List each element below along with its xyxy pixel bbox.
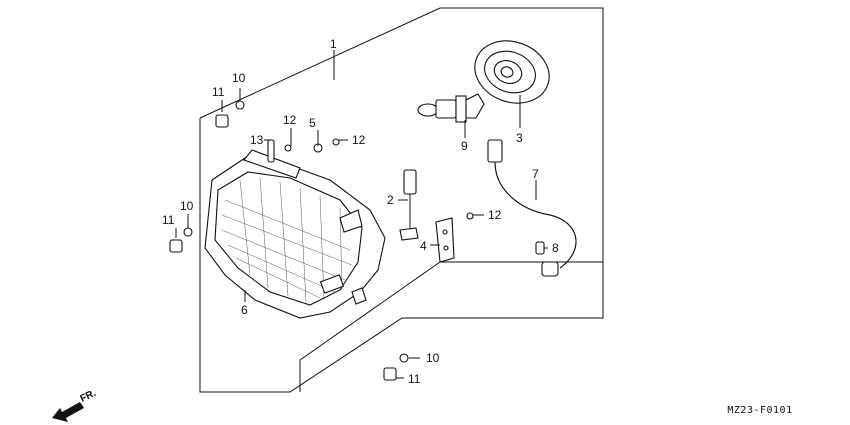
callout-12-bolt: 12 [352,133,366,147]
callout-11-upper: 11 [212,85,225,99]
callout-11-left: 11 [162,213,175,227]
callout-9: 9 [461,139,468,153]
front-direction-arrow: FR. [52,388,98,422]
clip-8 [535,241,545,255]
callout-10-lower: 10 [426,351,440,365]
callout-5: 5 [309,116,316,130]
callout-13: 13 [250,133,264,147]
bulb [417,93,485,123]
callout-4: 4 [420,239,427,253]
callout-7: 7 [532,167,539,181]
grommet-left [169,239,183,253]
screw-12b [332,138,340,146]
callout-8: 8 [552,241,559,255]
callout-11-lower: 11 [408,372,421,386]
callout-10-upper: 10 [232,71,246,85]
callouts: 1 2 3 4 5 6 7 8 9 10 10 10 11 11 11 12 1… [162,37,559,386]
callout-10-left: 10 [180,199,194,213]
fasteners [169,100,545,381]
callout-12-bracket: 12 [488,208,502,222]
socket-cover [474,40,550,104]
headlight-unit [204,149,386,319]
adjuster-screw [399,169,419,241]
screw-12a [284,144,292,152]
screw-lower [399,353,409,363]
callout-3: 3 [516,131,523,145]
callout-6: 6 [241,303,248,317]
direction-label: FR. [79,388,98,405]
callout-12-pin: 12 [283,113,297,127]
screw-left [183,227,193,237]
screw-upper [235,100,245,110]
callout-2: 2 [387,193,394,207]
grommet-lower [383,367,397,381]
leader-lines [175,50,548,379]
grommet-upper [215,114,229,128]
wire-harness [487,139,577,277]
pin-13 [267,139,275,163]
screw-12c [466,212,474,220]
bracket [435,217,455,263]
figure-code: MZ23-F0101 [727,405,792,416]
callout-1: 1 [330,37,337,51]
